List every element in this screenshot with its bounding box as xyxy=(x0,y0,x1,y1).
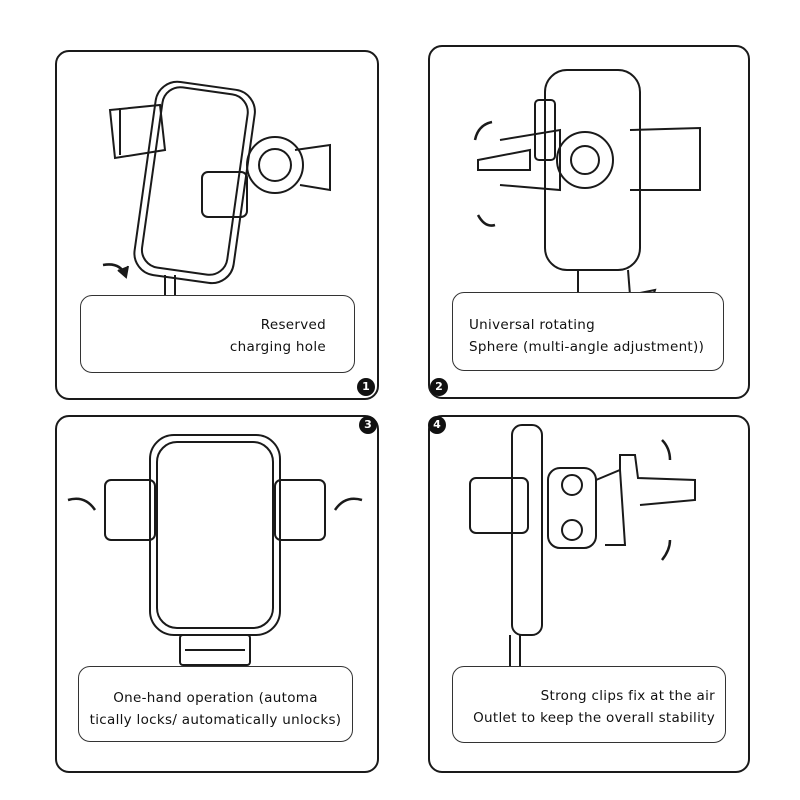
squeeze-arrow-icon xyxy=(333,497,363,511)
phone-holder-illustration-3 xyxy=(104,434,326,666)
step-number-badge: 4 xyxy=(428,416,446,434)
step-3-caption: One-hand operation (automa tically locks… xyxy=(78,666,353,742)
caption-line: Universal rotating xyxy=(469,317,596,333)
arrow-icon xyxy=(661,439,672,461)
caption-line: Sphere (multi-angle adjustment)) xyxy=(469,339,705,355)
caption-line: One-hand operation (automa xyxy=(113,690,318,706)
step-number-badge: 3 xyxy=(359,416,377,434)
caption-text: Reserved charging hole xyxy=(230,314,326,358)
phone-holder-illustration-1 xyxy=(108,80,331,322)
caption-text: Strong clips fix at the air Outlet to ke… xyxy=(473,685,715,729)
caption-text: Universal rotating Sphere (multi-angle a… xyxy=(469,314,704,358)
step-4-caption: Strong clips fix at the air Outlet to ke… xyxy=(452,666,726,743)
squeeze-arrow-icon xyxy=(67,497,97,511)
caption-line: Outlet to keep the overall stability xyxy=(473,710,715,726)
phone-holder-illustration-4 xyxy=(469,424,696,686)
arrow-icon xyxy=(661,539,672,561)
caption-line: charging hole xyxy=(229,339,326,355)
step-number-badge: 1 xyxy=(357,378,375,396)
rotate-arrow-icon xyxy=(473,120,493,141)
step-2-caption: Universal rotating Sphere (multi-angle a… xyxy=(452,292,724,371)
step-number-badge: 2 xyxy=(430,378,448,396)
caption-line: tically locks/ automatically unlocks) xyxy=(89,712,342,728)
caption-text: One-hand operation (automa tically locks… xyxy=(79,687,352,731)
arrowhead-icon xyxy=(117,265,129,279)
phone-holder-illustration-2 xyxy=(477,69,701,317)
step-1-caption: Reserved charging hole xyxy=(80,295,355,373)
caption-line: Strong clips fix at the air xyxy=(540,688,715,704)
caption-line: Reserved xyxy=(260,317,326,333)
rotate-arrow-icon xyxy=(476,214,496,227)
